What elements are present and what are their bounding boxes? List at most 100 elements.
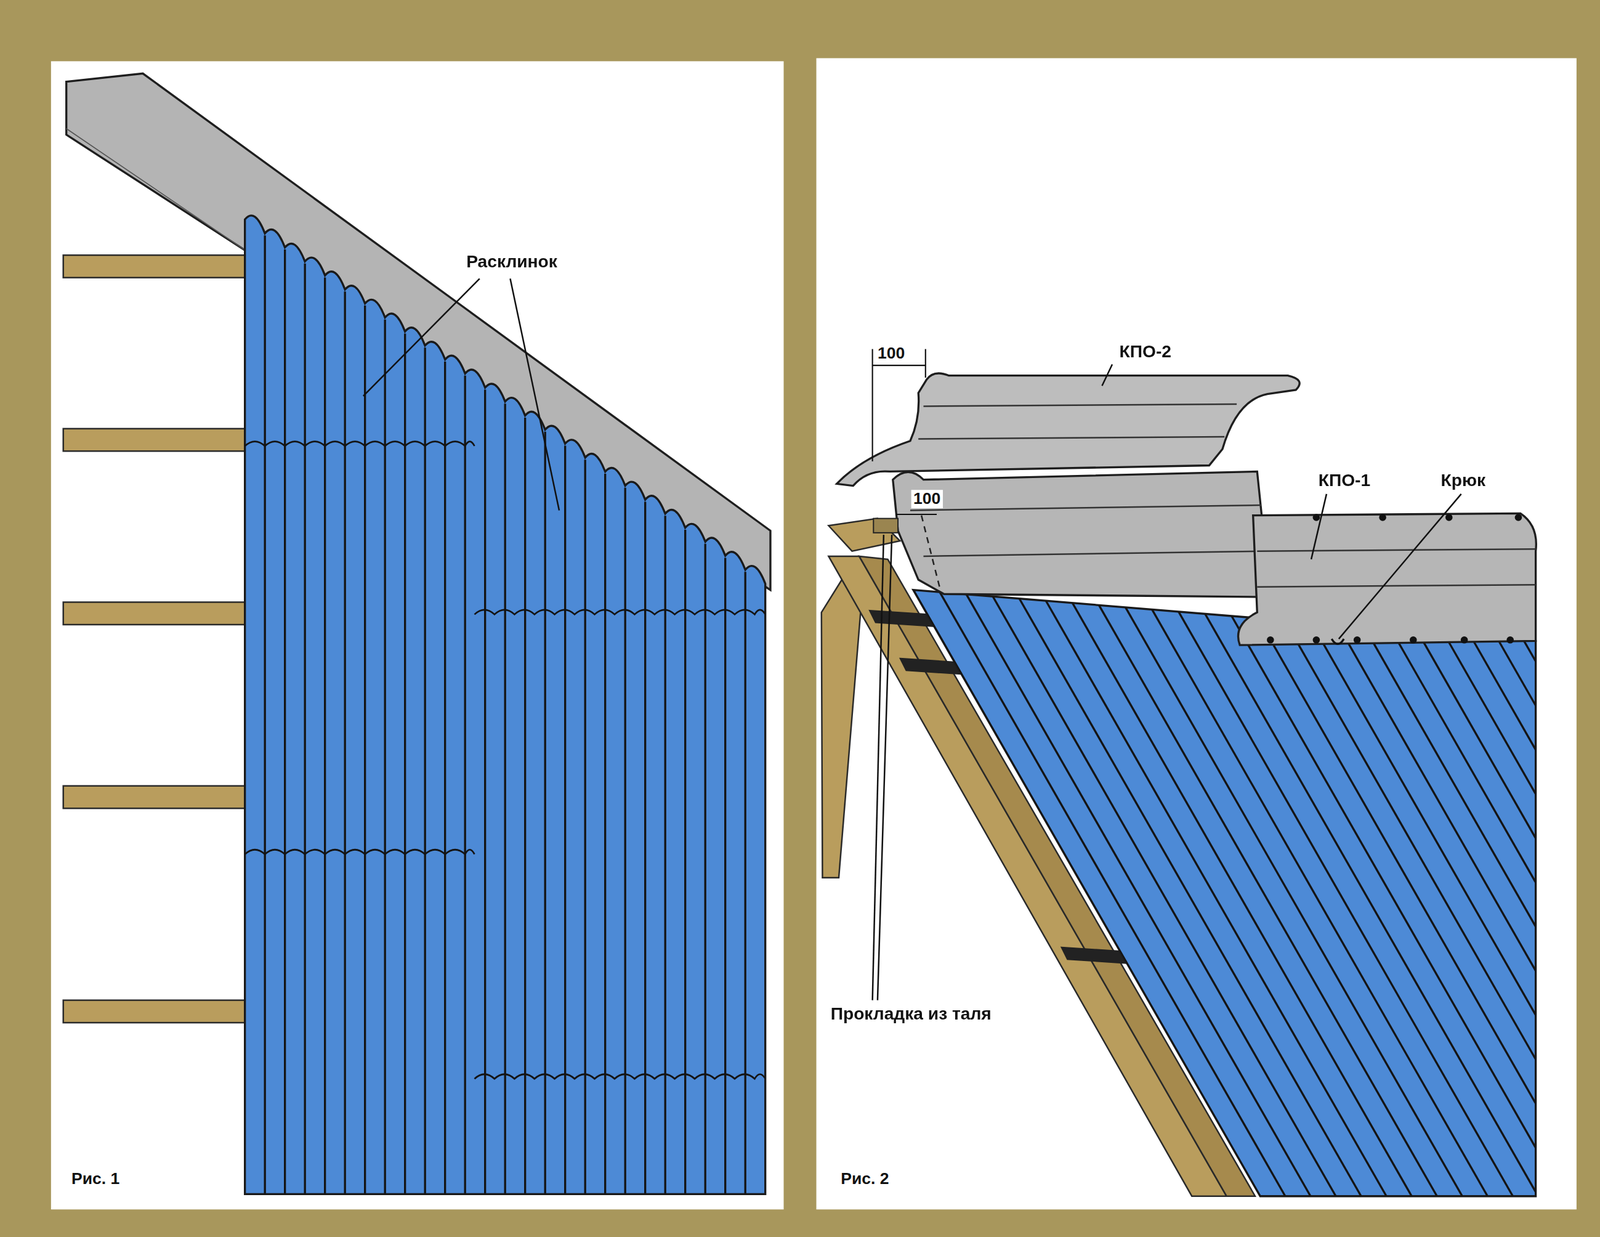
corrugation-line [1523,639,1600,1196]
corrugation-line [1152,609,1488,1196]
corrugation-line [604,473,607,1194]
corrugation-line [664,515,667,1194]
corrugation-line [1205,613,1539,1196]
talc-pad [873,518,898,533]
corrugation-line [684,529,687,1194]
extension-line [925,349,927,378]
sheet-lap [245,849,475,854]
panel [51,60,784,1209]
fastener [1313,636,1321,644]
corrugation-line [564,445,566,1194]
sheet-lap [474,1074,765,1079]
sheet-lap [245,441,475,446]
corrugation-line [263,235,266,1194]
corrugation-line [1231,615,1564,1196]
corrugation-line [1284,620,1600,1196]
corrugation-line [624,487,627,1195]
roof-edge [66,128,246,251]
corrugation-line [1417,631,1600,1196]
corrugation-line [1125,607,1463,1196]
fastener [1445,513,1453,522]
fastener [1409,636,1418,644]
leader-line [1338,493,1462,639]
corrugation-line [524,417,526,1194]
ridge-beam [828,518,900,552]
fastener [1313,513,1321,522]
corrugation-line [966,594,1311,1196]
fastener [1460,636,1469,644]
leader-line [1311,493,1327,560]
ridge-wave [910,505,1262,510]
leader-line [509,278,560,510]
corrugated-wall [245,215,766,1195]
ridge-wave [1256,548,1536,551]
corrugation-line [363,305,366,1194]
dimension-value: 100 [875,343,908,362]
corrugation-line [444,361,446,1194]
leader-line [872,534,884,1000]
corrugation-line [404,333,406,1195]
purlin [63,1000,247,1023]
corrugation-line [1072,602,1412,1196]
corrugation-line [1550,641,1600,1196]
fastener [1353,636,1362,644]
corrugation-line [704,543,707,1195]
ridge-wave [918,436,1225,439]
purlin [63,601,247,624]
corrugation-line [1497,637,1600,1196]
corrugation-line [303,263,306,1195]
corrugation-line [939,591,1286,1196]
corrugation-line [323,277,326,1195]
roof-sheets [913,589,1536,1196]
figure-number: Рис. 1 [69,1169,122,1188]
corrugation-line [424,347,427,1194]
part-label: Расклинок [464,253,560,273]
dimension-line [896,513,937,515]
corrugation-line [1098,604,1437,1196]
corrugation-line [544,431,547,1195]
corrugation-group [913,589,1600,1196]
ridge-wave [923,551,1270,557]
corrugation-line [1178,611,1514,1196]
ridge-cap [836,373,1301,486]
fastener [1515,513,1523,522]
purlin [63,785,247,809]
part-label: Прокладка из таля [828,1005,994,1025]
roof-figure [821,349,1600,1196]
corrugation-line [1364,626,1600,1196]
corrugation-line [644,501,647,1194]
corrugation-line [1045,600,1387,1196]
purlin [63,428,247,451]
ridge-wave [923,404,1237,406]
corrugation-line [1258,618,1589,1196]
corrugation-line [724,557,727,1194]
corrugation-line [1311,622,1600,1196]
corrugation-line [584,459,587,1194]
corrugation-line [504,403,507,1194]
part-label: КПО-1 [1316,471,1373,491]
ridge-piece [892,471,1276,597]
corrugation-line [1019,598,1362,1196]
wall-figure [63,73,771,1194]
ridge-piece [1237,513,1536,645]
corrugation-line [1470,635,1600,1196]
leader-line [877,534,892,1000]
dimension-value: 100 [911,489,943,508]
purlin [63,254,247,278]
fastener [1266,636,1275,644]
overlap-dash [921,515,941,592]
leader-line [1101,363,1113,386]
corrugation-line [992,596,1336,1196]
corrugation-line [744,571,747,1194]
panel [816,57,1577,1209]
fastener [1506,636,1514,644]
figure-number: Рис. 2 [838,1169,892,1188]
sheet-lap [474,609,765,615]
corrugation-line [383,319,386,1195]
ridge-wave [1256,584,1536,587]
leader-line [363,278,480,396]
brace [821,571,863,878]
part-label: Крюк [1438,471,1488,491]
dimension-line [872,364,926,366]
